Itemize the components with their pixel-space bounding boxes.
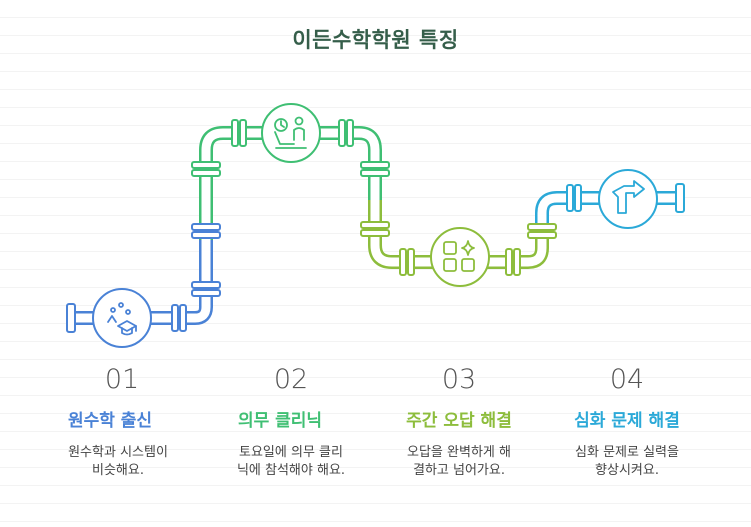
step-description: 토요일에 의무 클리 닉에 참석해야 해요.	[236, 445, 346, 478]
flange	[239, 119, 247, 147]
flange	[566, 184, 574, 212]
step-number: 02	[273, 364, 309, 395]
flange	[505, 248, 513, 276]
flange	[231, 119, 239, 147]
flange	[675, 183, 685, 213]
step-circle-4	[598, 169, 658, 229]
step-circle-3	[430, 227, 490, 287]
flange	[407, 248, 415, 276]
step-number: 04	[609, 364, 645, 395]
flange	[346, 119, 354, 147]
step-heading: 주간 오답 해결	[406, 411, 512, 431]
step-description: 심화 문제로 실력을 향상시켜요.	[575, 445, 679, 478]
step-description: 오답을 완벽하게 해 결하고 넘어가요.	[407, 445, 511, 478]
flange	[360, 161, 390, 169]
step-heading: 원수학 출신	[67, 411, 153, 431]
flange	[527, 231, 557, 239]
flange	[191, 281, 221, 289]
flange	[191, 161, 221, 169]
flange	[360, 229, 390, 237]
arrow-turn-icon	[612, 180, 645, 214]
step-heading: 심화 문제 해결	[574, 411, 680, 431]
page-title: 이든수학학원 특징	[292, 28, 459, 52]
flange	[527, 223, 557, 231]
flange	[191, 223, 221, 231]
flange	[171, 304, 179, 332]
flange	[513, 248, 521, 276]
step-circle-1	[92, 288, 152, 348]
flange	[179, 304, 187, 332]
step-number: 01	[104, 364, 140, 395]
flange	[338, 119, 346, 147]
graduation-cap-icon	[107, 302, 137, 336]
flange	[574, 184, 582, 212]
tutor-clock-icon	[274, 116, 307, 149]
app-grid-sparkle-icon	[443, 240, 475, 272]
flange	[191, 169, 221, 177]
flange	[66, 303, 76, 333]
flange	[191, 231, 221, 239]
step-number: 03	[441, 364, 477, 395]
flange	[191, 289, 221, 297]
flange	[399, 248, 407, 276]
flange	[360, 221, 390, 229]
step-heading: 의무 클리닉	[237, 411, 323, 431]
step-circle-2	[261, 103, 321, 163]
flange	[360, 169, 390, 177]
step-description: 원수학과 시스템이 비슷해요.	[68, 445, 168, 478]
